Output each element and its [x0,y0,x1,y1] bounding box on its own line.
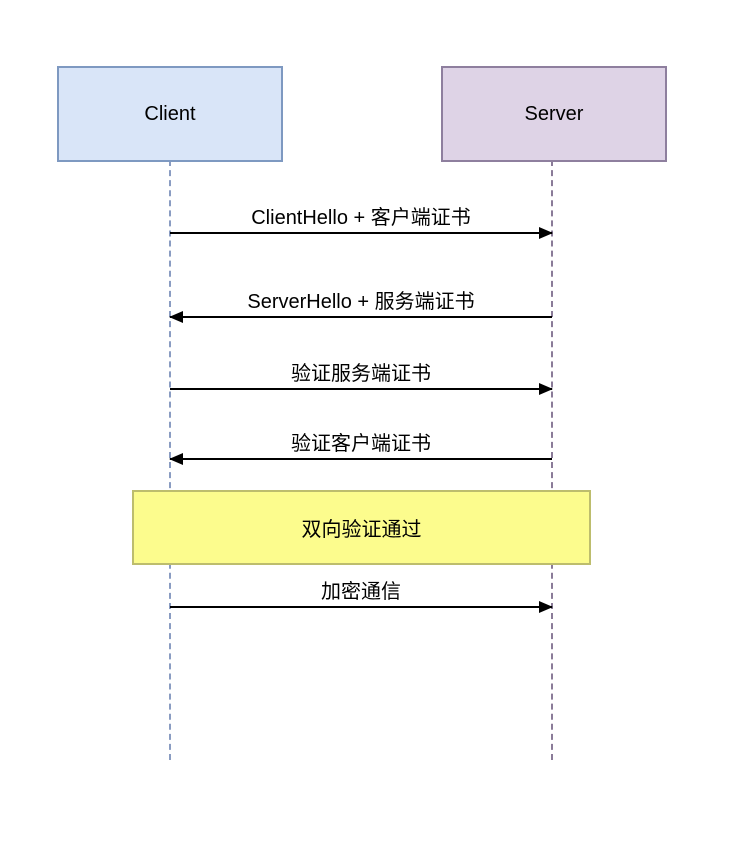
actor-box-client: Client [57,66,283,162]
message-encrypted-communication: 加密通信 [170,580,553,613]
arrowhead-right-icon [539,383,553,395]
arrowhead-left-icon [169,453,183,465]
message-line [169,453,552,465]
note-label: 双向验证通过 [301,519,422,541]
arrowhead-right-icon [539,227,553,239]
lifeline-server [551,160,553,760]
message-verify-server-cert: 验证服务端证书 [170,362,553,395]
actor-box-server: Server [441,66,667,162]
actor-label-server: Server [524,102,584,125]
message-label: 验证客户端证书 [291,433,431,455]
message-label: 加密通信 [321,581,401,603]
message-line [169,311,552,323]
note-mutual-verification: 双向验证通过 [132,490,591,565]
message-line [170,601,553,613]
actor-label-client: Client [144,102,196,125]
message-line [170,227,553,239]
message-server-hello: ServerHello + 服务端证书 [169,290,552,323]
message-label: ClientHello + 客户端证书 [251,207,471,229]
message-line [170,383,553,395]
message-verify-client-cert: 验证客户端证书 [169,432,552,465]
arrowhead-left-icon [169,311,183,323]
message-label: 验证服务端证书 [291,363,431,385]
message-client-hello: ClientHello + 客户端证书 [170,206,553,239]
message-label: ServerHello + 服务端证书 [247,291,475,313]
arrowhead-right-icon [539,601,553,613]
